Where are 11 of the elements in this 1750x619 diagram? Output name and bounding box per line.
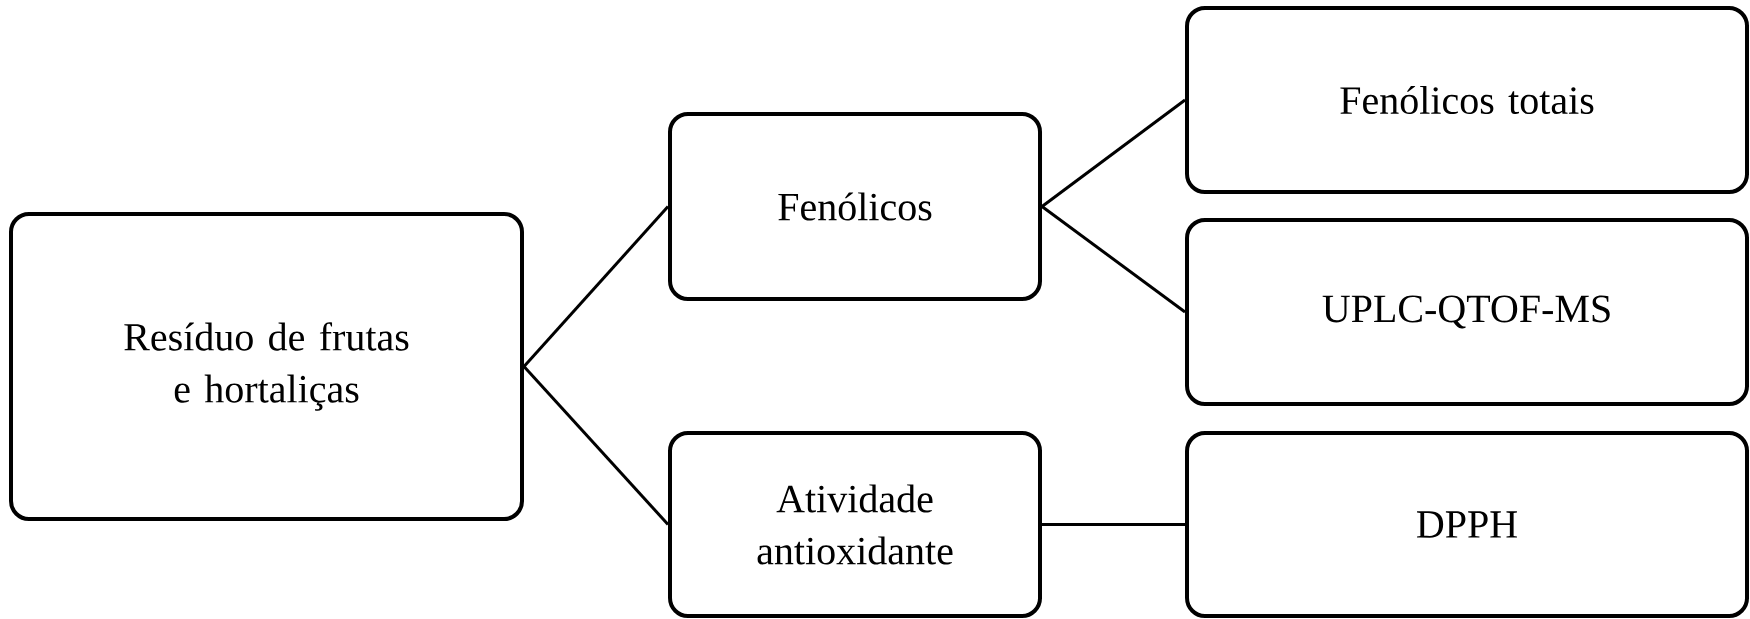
connector-line [522,205,670,368]
process-box: UPLC-QTOF-MS [1185,218,1749,406]
process-box: Fenólicos [668,112,1042,301]
process-box: Fenólicos totais [1185,6,1749,194]
connector-line [522,365,670,526]
connector-line [1041,205,1186,314]
process-box: Resíduo de frutas e hortaliças [9,212,524,521]
process-box: Atividade antioxidante [668,431,1042,618]
process-box: DPPH [1185,431,1749,618]
connector-line [1041,98,1186,208]
connector-line [1042,523,1185,526]
